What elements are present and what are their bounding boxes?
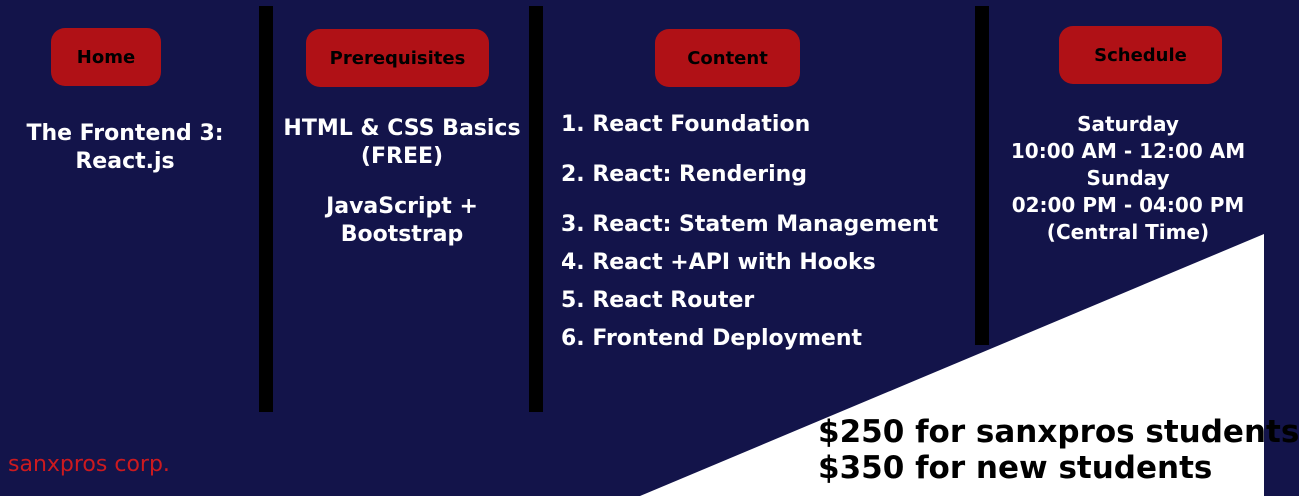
prerequisites-list: HTML & CSS Basics (FREE) JavaScript + Bo… bbox=[274, 115, 530, 249]
brand-name: sanxpros corp. bbox=[8, 452, 170, 477]
content-item-1: 1. React Foundation bbox=[561, 112, 811, 137]
prereq-item2-line2: Bootstrap bbox=[340, 222, 464, 247]
home-title-line1: The Frontend 3: bbox=[26, 121, 224, 146]
content-item-6: 6. Frontend Deployment bbox=[561, 326, 863, 351]
schedule-day1: Saturday bbox=[1077, 112, 1179, 136]
content-item-4: 4. React +API with Hooks bbox=[561, 250, 876, 275]
prereq-item1-line2: (FREE) bbox=[360, 144, 444, 169]
divider-1 bbox=[259, 6, 273, 412]
price-existing-students: $250 for sanxpros students bbox=[818, 414, 1299, 450]
prereq-item2-line1: JavaScript + bbox=[326, 194, 478, 219]
white-diagonal-wedge bbox=[640, 234, 1264, 496]
tab-prerequisites[interactable]: Prerequisites bbox=[306, 29, 489, 87]
content-item-2: 2. React: Rendering bbox=[561, 162, 808, 187]
home-title-line2: React.js bbox=[75, 149, 175, 174]
home-course-title: The Frontend 3: React.js bbox=[10, 120, 240, 176]
price-new-students: $350 for new students bbox=[818, 450, 1213, 486]
schedule-details: Saturday 10:00 AM - 12:00 AM Sunday 02:0… bbox=[1000, 111, 1256, 246]
content-item-3: 3. React: Statem Management bbox=[561, 212, 939, 237]
divider-3 bbox=[975, 6, 989, 345]
schedule-day2: Sunday bbox=[1086, 166, 1170, 190]
tab-schedule[interactable]: Schedule bbox=[1059, 26, 1222, 84]
prereq-item1-line1: HTML & CSS Basics bbox=[283, 116, 521, 141]
schedule-timezone: (Central Time) bbox=[1046, 220, 1210, 244]
tab-home[interactable]: Home bbox=[51, 28, 161, 86]
tab-content[interactable]: Content bbox=[655, 29, 800, 87]
content-item-5: 5. React Router bbox=[561, 288, 755, 313]
schedule-time2: 02:00 PM - 04:00 PM bbox=[1011, 193, 1245, 217]
schedule-time1: 10:00 AM - 12:00 AM bbox=[1010, 139, 1246, 163]
divider-2 bbox=[529, 6, 543, 412]
